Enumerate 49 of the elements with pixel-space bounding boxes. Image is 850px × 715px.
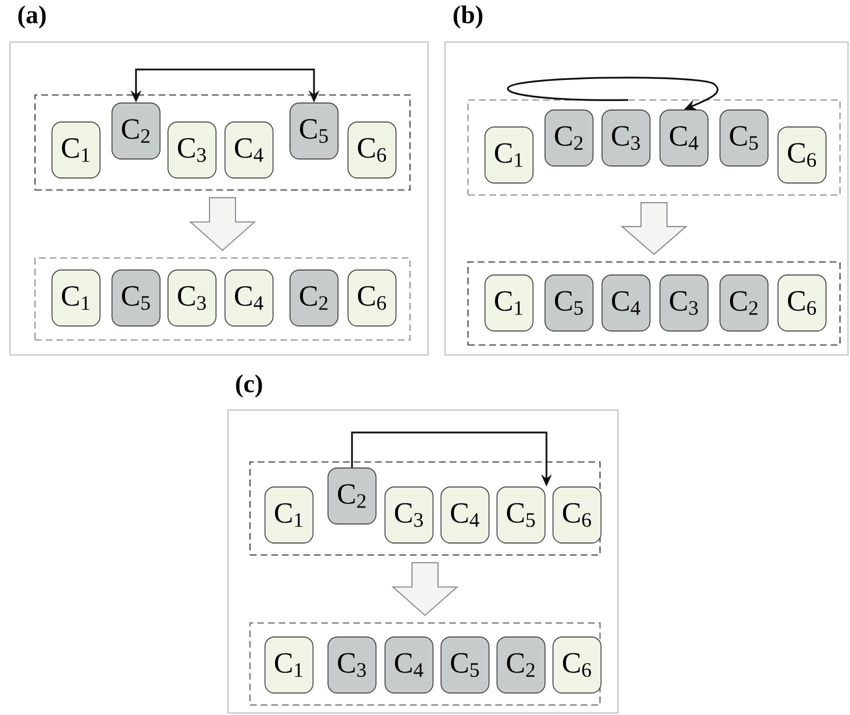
- arrow: [620, 202, 688, 256]
- element-box: C$_{2}$: [328, 468, 376, 524]
- element-box: C$_{2}$: [290, 270, 338, 326]
- element-box: C$_{6}$: [348, 122, 396, 178]
- element-box: C$_{6}$: [778, 126, 826, 184]
- dashed-box: [34, 94, 411, 191]
- element-box: C$_{5}$: [544, 274, 594, 332]
- element-box: C$_{6}$: [552, 636, 602, 694]
- dashed-box: [467, 99, 841, 196]
- element-box: C$_{4}$: [660, 110, 708, 166]
- element-box: C$_{6}$: [348, 270, 396, 326]
- element-box: C$_{1}$: [484, 126, 534, 184]
- element-box: C$_{5}$: [440, 636, 490, 694]
- panel-label: (c): [236, 374, 262, 398]
- dashed-box: [34, 257, 411, 341]
- element-box: C$_{3}$: [602, 110, 650, 166]
- dashed-box: [249, 622, 601, 706]
- element-box: C$_{3}$: [384, 486, 434, 544]
- element-box: C$_{6}$: [552, 486, 602, 544]
- dashed-box: [249, 461, 601, 556]
- element-box: C$_{1}$: [484, 274, 534, 332]
- element-box: C$_{4}$: [224, 122, 274, 178]
- arrow: [507, 76, 718, 110]
- element-box: C$_{4}$: [602, 274, 650, 332]
- element-box: C$_{2}$: [544, 110, 594, 166]
- arrow: [392, 562, 458, 616]
- panel-label: (a): [18, 6, 46, 28]
- element-box: C$_{5}$: [720, 110, 768, 166]
- panel-label: (b): [454, 6, 482, 28]
- element-box: C$_{2}$: [112, 102, 160, 160]
- arrow: [189, 197, 256, 252]
- element-box: C$_{2}$: [496, 636, 546, 694]
- element-box: C$_{5}$: [112, 270, 160, 326]
- element-box: C$_{4}$: [384, 636, 434, 694]
- element-box: C$_{3}$: [168, 122, 216, 178]
- element-box: C$_{1}$: [52, 122, 100, 178]
- element-box: C$_{3}$: [328, 636, 376, 694]
- element-box: C$_{3}$: [660, 274, 708, 332]
- dashed-box: [467, 261, 841, 346]
- element-box: C$_{6}$: [778, 274, 826, 332]
- element-box: C$_{1}$: [52, 270, 100, 326]
- element-box: C$_{5}$: [496, 486, 546, 544]
- element-box: C$_{1}$: [264, 636, 314, 694]
- element-box: C$_{5}$: [290, 102, 338, 160]
- element-box: C$_{4}$: [224, 270, 274, 326]
- element-box: C$_{3}$: [168, 270, 216, 326]
- element-box: C$_{1}$: [264, 486, 314, 544]
- element-box: C$_{2}$: [720, 274, 768, 332]
- element-box: C$_{4}$: [440, 486, 490, 544]
